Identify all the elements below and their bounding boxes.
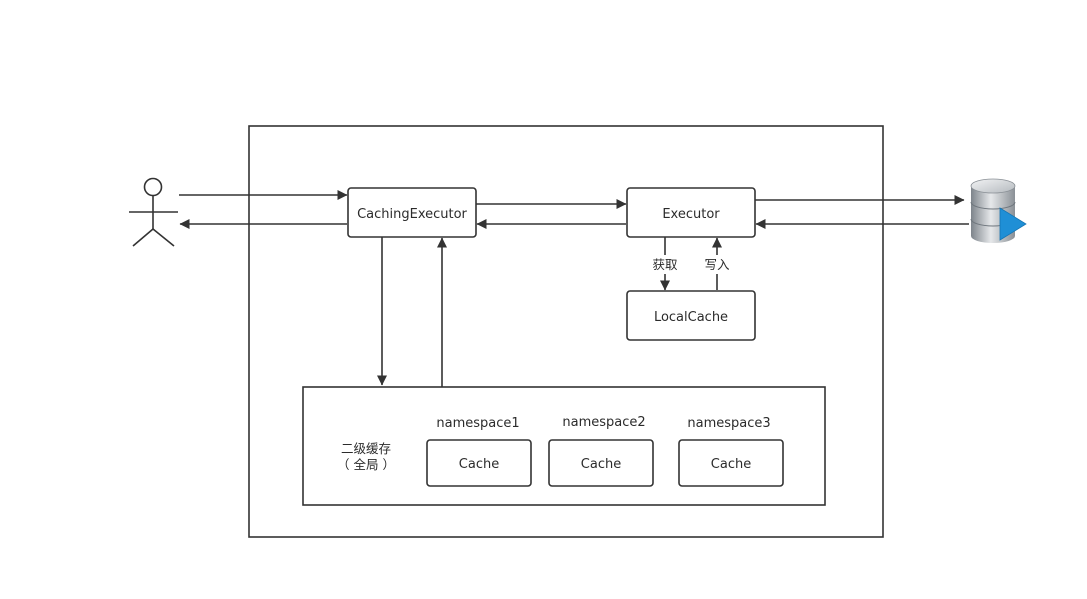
cache-box <box>548 439 654 487</box>
system-boundary <box>248 125 884 538</box>
caching-executor-label: CachingExecutor <box>357 207 467 222</box>
cache-box <box>678 439 784 487</box>
cache-label: Cache <box>459 457 499 472</box>
namespace-label: namespace3 <box>687 416 770 431</box>
local-cache-node: LocalCache <box>626 290 756 341</box>
cache-label: Cache <box>711 457 751 472</box>
namespace-label: namespace1 <box>436 416 519 431</box>
write-label: 写入 <box>704 257 730 272</box>
cache-label: Cache <box>581 457 621 472</box>
executor-label: Executor <box>662 207 720 222</box>
second-level-cache-title: 二级缓存 <box>341 441 391 456</box>
fetch-label: 获取 <box>652 257 678 272</box>
second-level-cache-subtitle: （ 全局 ） <box>337 457 395 472</box>
namespace-label: namespace2 <box>562 415 645 430</box>
executor-node: Executor <box>626 187 756 238</box>
cache-box <box>426 439 532 487</box>
actor-icon <box>129 177 178 247</box>
database-icon <box>970 178 1027 243</box>
caching-executor-node: CachingExecutor <box>347 187 477 238</box>
local-cache-label: LocalCache <box>654 310 728 325</box>
second-level-cache-container: 二级缓存 （ 全局 ） namespace1 Cache namespace2 … <box>302 386 826 506</box>
